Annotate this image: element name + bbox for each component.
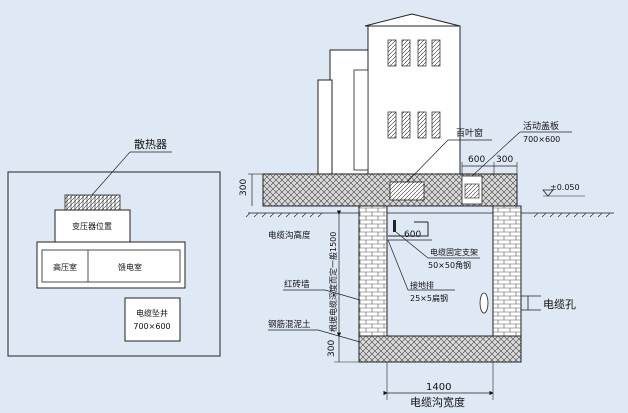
dim-300-left: 300	[239, 179, 249, 196]
substation-building	[317, 13, 461, 175]
window-icons	[387, 39, 441, 139]
cable-hole-label: 电缆孔	[543, 298, 576, 311]
dim-300-right: 300	[496, 155, 513, 165]
depth-note: 根据电缆深度而定一般1500	[328, 232, 338, 332]
right-brick-wall	[492, 205, 522, 337]
louver-label: 百叶窗	[456, 127, 483, 139]
ground-bar-spec: 25×5扁钢	[410, 293, 448, 303]
hv-room-label: 高压室	[53, 262, 77, 272]
concrete-label: 钢筋混泥土	[268, 319, 311, 330]
bottom-slab	[358, 335, 522, 363]
ground-bar-label: 接地排	[410, 280, 434, 290]
feeder-room-label: 馈电室	[118, 262, 142, 272]
cable-hole-icon	[521, 295, 541, 311]
substation-plan: 散热器 变压器位置 高压室 馈电室 电缆坠井 700×600	[7, 137, 221, 357]
bracket-label: 电缆固定支架	[430, 247, 478, 257]
brick-wall-label: 红砖墙	[284, 279, 310, 290]
radiator-icon	[64, 194, 121, 211]
trench-section: 300 600 300 活动盖板 700×600 百叶窗 ±0.050 电缆沟高…	[239, 13, 614, 409]
elevation-marker-icon	[542, 189, 554, 197]
dim-600-top: 600	[468, 155, 485, 165]
width-value: 1400	[426, 382, 451, 393]
cover-size: 700×600	[523, 135, 560, 144]
plan-outline	[7, 171, 221, 357]
transformer-label: 变压器位置	[72, 221, 112, 231]
cable-lift-size: 700×600	[133, 322, 170, 331]
louver-icon	[389, 181, 425, 201]
bracket-spec: 50×50角钢	[428, 260, 471, 270]
radiator-leader	[91, 151, 131, 196]
trench-height-label: 电缆沟高度	[268, 230, 311, 241]
left-brick-wall	[358, 205, 388, 337]
cable-lift-box	[124, 297, 181, 342]
radiator-label: 散热器	[134, 137, 167, 151]
width-label: 电缆沟宽度	[410, 395, 465, 409]
elevation-label: ±0.050	[550, 183, 580, 192]
dim-600-mid: 600	[404, 230, 421, 240]
cover-label: 活动盖板	[523, 120, 559, 132]
transformer-box	[54, 209, 131, 243]
dim-300-bottom: 300	[327, 340, 337, 357]
cable-lift-label: 电缆坠井	[136, 308, 168, 318]
